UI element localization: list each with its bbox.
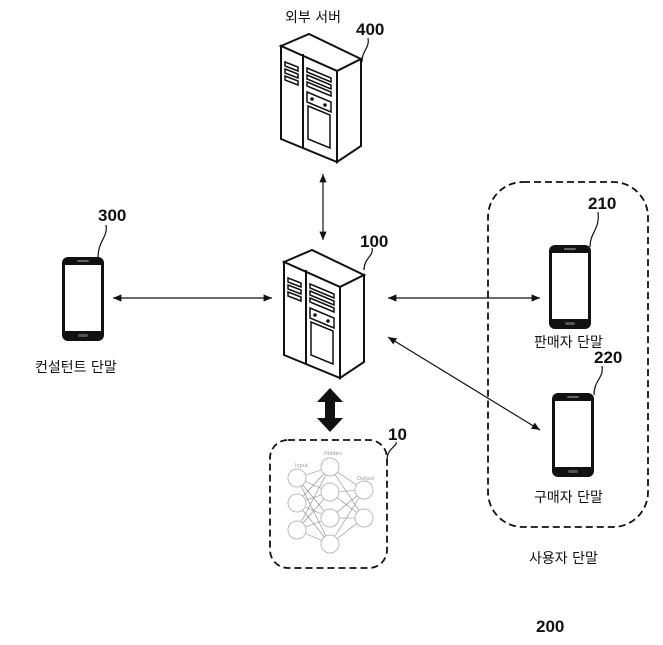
leader-400 — [361, 37, 369, 63]
nn-edge — [329, 466, 365, 519]
seller-phone-icon — [549, 245, 591, 329]
nn-hidden-label: Hidden — [324, 451, 342, 457]
leader-220 — [593, 365, 603, 396]
user-terminals-ref: 200 — [536, 617, 565, 636]
consultant-label: 컨설턴트 단말 — [35, 360, 117, 376]
buyer-phone-icon — [552, 393, 594, 477]
leader-210 — [589, 211, 599, 248]
nn-node — [354, 508, 374, 528]
seller-label: 판매자 단말 — [534, 335, 603, 351]
leader-300 — [97, 224, 107, 259]
leader-100 — [363, 247, 373, 271]
thick-double-arrow — [317, 388, 343, 432]
nn-output-label: Output — [357, 476, 374, 482]
nn-node — [320, 508, 340, 528]
leader-10 — [386, 441, 397, 461]
nn-node — [287, 493, 307, 513]
nn-input-label: Input — [295, 463, 308, 469]
user-terminals-label: 사용자 단말 — [529, 551, 598, 567]
arrow-main-buyer — [387, 336, 541, 431]
nn-node — [320, 534, 340, 554]
external-server-icon — [280, 33, 362, 163]
buyer-label: 구매자 단말 — [534, 490, 603, 506]
main-server-ref: 100 — [360, 232, 389, 251]
nn-edge — [296, 466, 331, 531]
nn-node — [287, 468, 307, 488]
user-terminal-group-box — [487, 181, 649, 528]
nn-node — [320, 457, 340, 477]
seller-ref: 210 — [588, 194, 617, 213]
nn-node — [354, 480, 374, 500]
nn-node — [287, 520, 307, 540]
main-server-icon — [283, 249, 365, 379]
consultant-phone-icon — [62, 257, 104, 341]
external-server-ref: 400 — [356, 20, 385, 39]
consultant-ref: 300 — [98, 206, 127, 225]
external-server-label: 외부 서버 — [285, 10, 341, 26]
buyer-ref: 220 — [594, 348, 623, 367]
neural-network-graphic — [287, 457, 374, 554]
neural-network-ref: 10 — [388, 425, 407, 444]
nn-node — [320, 482, 340, 502]
nn-edge — [329, 489, 365, 545]
neural-network-box — [269, 439, 388, 569]
